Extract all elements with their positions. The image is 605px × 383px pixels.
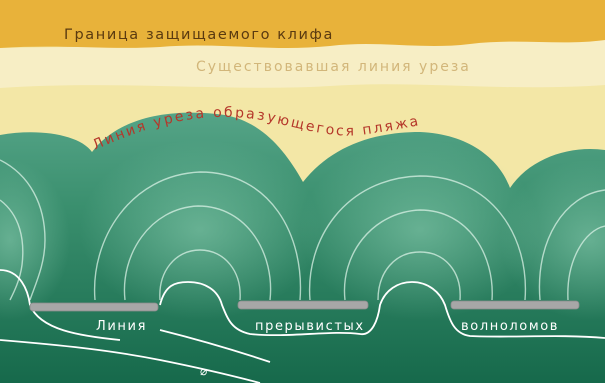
cliff-boundary-label: Граница защищаемого клифа (64, 27, 334, 43)
wave-lines (0, 159, 605, 301)
breakwaters (29, 300, 580, 312)
former-beach-strip (0, 40, 605, 88)
wave-glow-4 (0, 160, 70, 320)
breakwater-2 (237, 300, 369, 310)
bottom-symbol: ⌀ (200, 364, 207, 378)
wave-glow-2 (300, 140, 540, 320)
gap-wave-contours (0, 269, 605, 383)
breakwater-3 (450, 300, 580, 310)
breakwater-label-3: волноломов (461, 319, 559, 334)
cliff-band (0, 0, 605, 48)
former-shoreline-label: Существовавшая линия уреза (196, 59, 471, 75)
breakwater-label-1: Линия (96, 319, 147, 334)
wave-glow-1 (80, 140, 320, 320)
breakwater-label-2: прерывистых (255, 319, 365, 334)
breakwater-1 (29, 302, 159, 312)
